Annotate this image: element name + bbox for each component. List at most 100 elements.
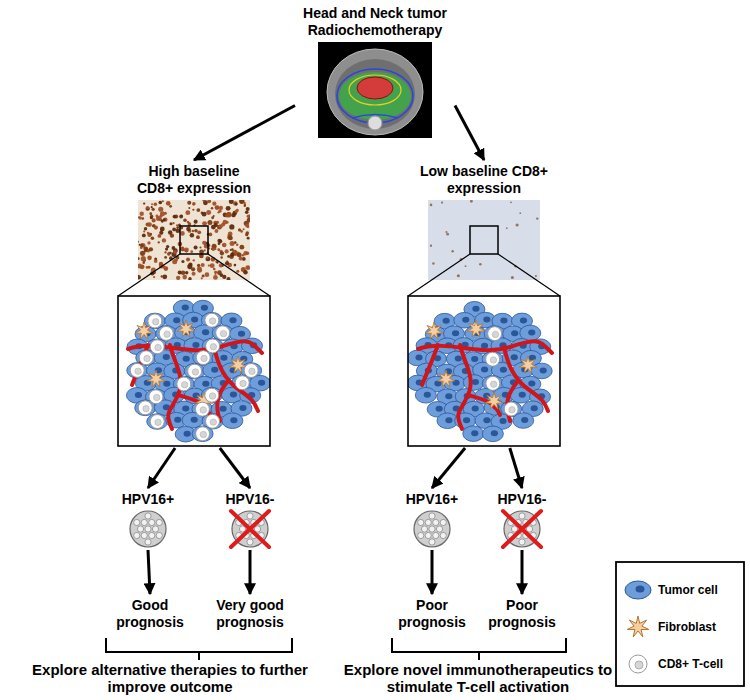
stain-dot (234, 264, 237, 267)
t-cell-nucleus (509, 407, 515, 413)
tumor-cell-nucleus (520, 317, 527, 323)
cd8-group-node: Low baseline CD8+ expression (398, 160, 570, 448)
ct-scan-image (318, 42, 432, 138)
legend-t-cell (629, 655, 647, 673)
stain-dot (214, 229, 218, 233)
tumor-cell-nucleus (436, 406, 443, 412)
tumor-cell (482, 426, 503, 442)
stain-dot (216, 261, 218, 263)
t-cell (139, 351, 153, 365)
prognosis-node: Poor prognosis (480, 594, 564, 636)
stain-dot (240, 230, 243, 233)
stain-dot (208, 264, 210, 266)
tumor-cell-nucleus (135, 392, 142, 398)
stain-dot (178, 271, 182, 275)
stain-dot (187, 201, 191, 205)
t-cell (188, 364, 202, 378)
stain-dot (138, 241, 139, 243)
stain-dot (201, 263, 205, 267)
stain-dot (451, 250, 454, 253)
capsomere (247, 513, 253, 519)
ihc-stain-dots (138, 200, 250, 280)
t-cell-nucleus (490, 381, 496, 387)
stain-dot (152, 208, 155, 211)
stain-dot (197, 266, 202, 271)
tumor-cell-nucleus (424, 392, 431, 398)
stain-dot (176, 226, 179, 229)
stain-dot (146, 206, 149, 209)
tumor-cell-nucleus (445, 417, 452, 423)
tumor-cell-nucleus (202, 381, 209, 387)
stain-dot (186, 227, 190, 231)
tumor-cell-nucleus (491, 430, 498, 436)
capsomere (152, 526, 158, 532)
tumor-cell (463, 426, 484, 442)
flow-arrow (431, 550, 434, 594)
stain-dot (213, 275, 218, 280)
tumor-cell-nucleus (238, 331, 245, 337)
t-cell-nucleus (220, 330, 226, 336)
legend-text: CD8+ T-cell (658, 656, 723, 672)
ihc-background (138, 200, 250, 280)
stain-dot (192, 272, 196, 276)
stain-dot (230, 249, 232, 251)
stain-dot (152, 218, 156, 222)
stain-dot (169, 222, 172, 225)
t-cell-nucleus (490, 357, 496, 363)
flow-arrow (521, 550, 524, 594)
zoom-square (470, 226, 498, 254)
stain-dot (536, 217, 538, 219)
zoom-lines (118, 254, 560, 296)
tumor-cell-nucleus (219, 406, 226, 412)
tumor-cell-nucleus (511, 354, 518, 360)
stain-dot (225, 249, 229, 253)
stain-dot (227, 277, 231, 280)
stain-dot (511, 276, 514, 279)
tumor-cell-nucleus (174, 417, 181, 423)
tumor-box-border (408, 296, 560, 446)
tumor-illustration (126, 300, 270, 442)
flow-arrow (249, 550, 252, 594)
t-cell-nucleus (210, 419, 216, 425)
capsomere (429, 539, 435, 545)
ct-background (318, 42, 432, 138)
capsomere (429, 513, 435, 519)
stain-dot (186, 257, 190, 261)
t-cell-nucleus (181, 382, 187, 388)
capsomere (425, 519, 431, 525)
fibroblast (177, 320, 195, 337)
tumor-cell-nucleus (182, 304, 189, 310)
stain-dot (199, 247, 201, 249)
bracket (106, 638, 292, 660)
virus-icon (414, 511, 450, 547)
stain-dot (138, 257, 140, 260)
tumor-cell-nucleus (211, 367, 218, 373)
stain-dot (516, 223, 519, 226)
legend-entry: Tumor cell (658, 582, 718, 598)
stain-dot (147, 256, 152, 261)
tumor-cell (463, 375, 484, 391)
stain-dot (185, 271, 188, 274)
ct-head (327, 49, 423, 135)
stain-dot (202, 200, 205, 202)
capsomere (141, 532, 147, 538)
stain-dot (202, 212, 207, 217)
stain-dot (206, 256, 209, 259)
stain-dot (172, 259, 177, 264)
t-cell (488, 327, 502, 341)
zoom-square (180, 226, 208, 254)
stain-dot (243, 270, 247, 274)
stain-dot (246, 251, 249, 254)
stain-dot (245, 210, 249, 214)
t-cell (486, 376, 500, 390)
tumor-cell-nucleus (481, 343, 488, 349)
stain-dot (188, 277, 191, 280)
tumor-cell-nucleus (481, 367, 488, 373)
stain-dot (535, 275, 537, 277)
stain-dot (510, 201, 512, 203)
brackets (106, 638, 566, 660)
stain-dot (169, 252, 171, 254)
flow-arrow (194, 106, 295, 161)
ct-contour (349, 75, 401, 105)
